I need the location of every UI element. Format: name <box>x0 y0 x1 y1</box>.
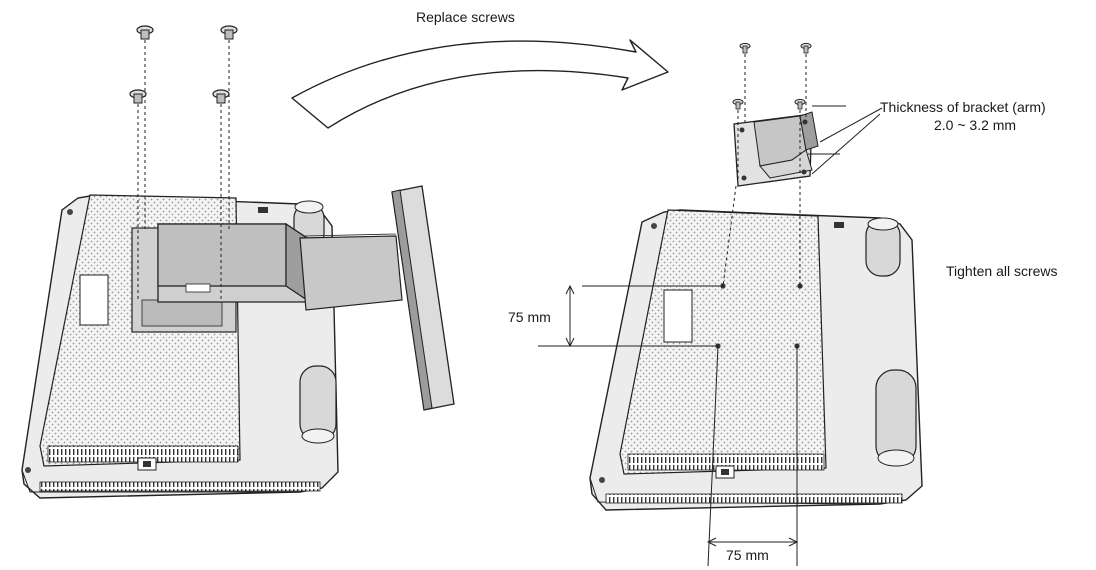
horizontal-dimension <box>706 345 799 567</box>
thickness-callout <box>808 105 883 175</box>
replace-screws-label: Replace screws <box>416 9 515 25</box>
right-hinge-top <box>865 217 901 277</box>
right-monitor <box>538 42 923 567</box>
tighten-screws-label: Tighten all screws <box>946 263 1058 279</box>
left-hinge-bottom <box>299 365 337 444</box>
screw-icon <box>794 98 806 110</box>
thickness-label-line1: Thickness of bracket (arm) <box>880 99 1046 115</box>
left-stand <box>157 222 403 311</box>
vertical-dimension-label: 75 mm <box>508 309 551 325</box>
right-vent-strip <box>605 493 903 504</box>
left-stand-base <box>391 185 455 411</box>
horizontal-dimension-label: 75 mm <box>726 547 769 563</box>
screw-icon <box>739 42 751 54</box>
right-screw-guides <box>722 54 807 287</box>
screw-icon <box>220 25 238 40</box>
screw-icon <box>800 42 812 54</box>
mount-bracket <box>733 111 819 187</box>
screw-icon <box>136 25 154 40</box>
left-vent-strip <box>39 481 321 492</box>
left-screw-guides <box>137 40 230 300</box>
right-hinge-bottom <box>875 369 917 467</box>
left-monitor <box>21 25 455 499</box>
screw-icon <box>732 98 744 110</box>
curved-arrow-icon <box>291 39 669 129</box>
vertical-dimension <box>538 284 723 348</box>
thickness-label-line2: 2.0 ~ 3.2 mm <box>934 117 1016 133</box>
screw-icon <box>212 89 230 104</box>
screw-icon <box>129 89 147 104</box>
